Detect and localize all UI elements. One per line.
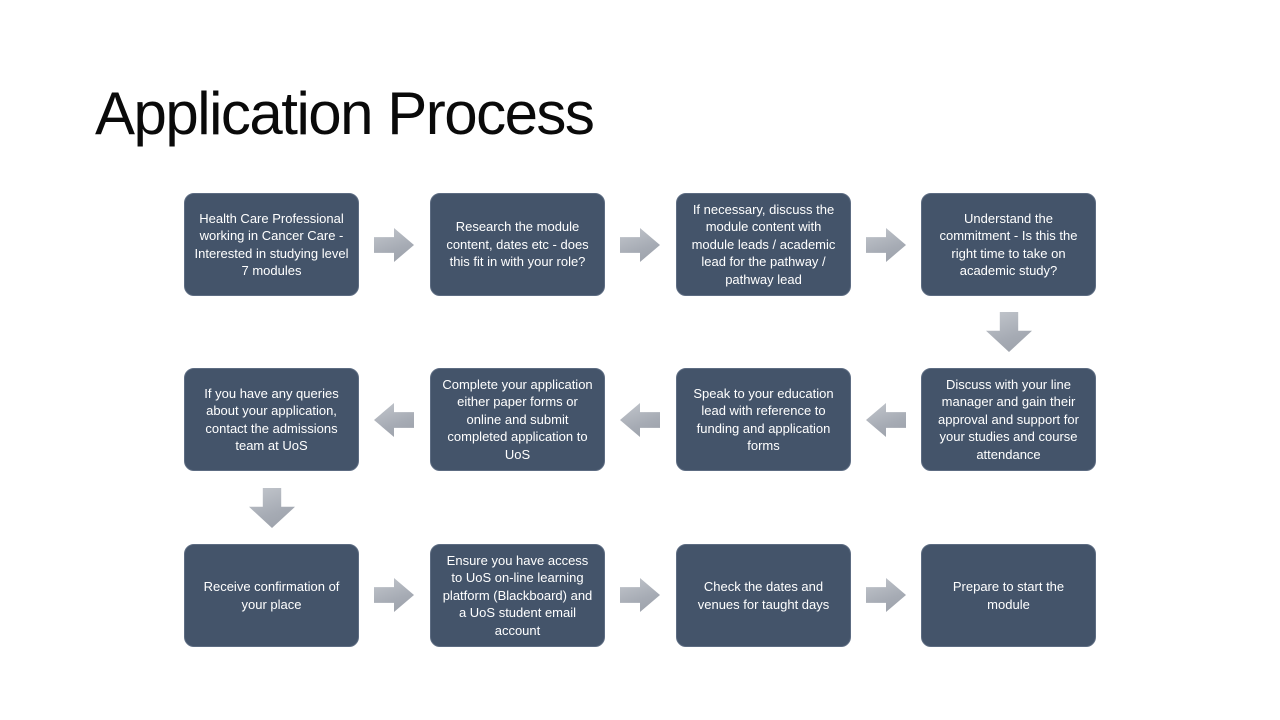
flow-step-6-label: Speak to your education lead with refere… — [693, 385, 834, 454]
flow-step-1: Health Care Professional working in Canc… — [184, 193, 359, 296]
flow-step-9: Receive confirmation of your place — [184, 544, 359, 647]
arrow-left-icon — [866, 403, 906, 437]
flow-step-7-label: Complete your application either paper f… — [442, 376, 593, 462]
flow-step-3-label: If necessary, discuss the module content… — [691, 201, 836, 287]
arrow-right-icon — [374, 228, 414, 262]
arrow-right-icon — [620, 578, 660, 612]
flow-step-7: Complete your application either paper f… — [430, 368, 605, 471]
flow-step-8-label: If you have any queries about your appli… — [204, 385, 339, 454]
arrow-right-icon — [620, 228, 660, 262]
flow-step-10: Ensure you have access to UoS on-line le… — [430, 544, 605, 647]
flow-step-2-label: Research the module content, dates etc -… — [446, 219, 589, 270]
arrow-down-icon — [986, 312, 1032, 352]
flow-step-4-label: Understand the commitment - Is this the … — [939, 210, 1078, 279]
arrow-down-icon — [249, 488, 295, 528]
flow-step-5-label: Discuss with your line manager and gain … — [938, 376, 1079, 462]
flow-step-6: Speak to your education lead with refere… — [676, 368, 851, 471]
arrow-left-icon — [620, 403, 660, 437]
page-title: Application Process — [95, 80, 595, 147]
flow-step-1-label: Health Care Professional working in Canc… — [194, 210, 349, 279]
arrow-left-icon — [374, 403, 414, 437]
flow-step-12-label: Prepare to start the module — [952, 579, 1065, 612]
flow-step-12: Prepare to start the module — [921, 544, 1096, 647]
flow-step-2: Research the module content, dates etc -… — [430, 193, 605, 296]
arrow-right-icon — [866, 578, 906, 612]
flow-step-8: If you have any queries about your appli… — [184, 368, 359, 471]
flow-step-9-label: Receive confirmation of your place — [203, 579, 340, 612]
flow-step-10-label: Ensure you have access to UoS on-line le… — [442, 552, 593, 638]
flow-step-11-label: Check the dates and venues for taught da… — [697, 579, 830, 612]
flow-step-5: Discuss with your line manager and gain … — [921, 368, 1096, 471]
arrow-right-icon — [374, 578, 414, 612]
arrow-right-icon — [866, 228, 906, 262]
flow-step-3: If necessary, discuss the module content… — [676, 193, 851, 296]
flow-step-11: Check the dates and venues for taught da… — [676, 544, 851, 647]
flow-step-4: Understand the commitment - Is this the … — [921, 193, 1096, 296]
